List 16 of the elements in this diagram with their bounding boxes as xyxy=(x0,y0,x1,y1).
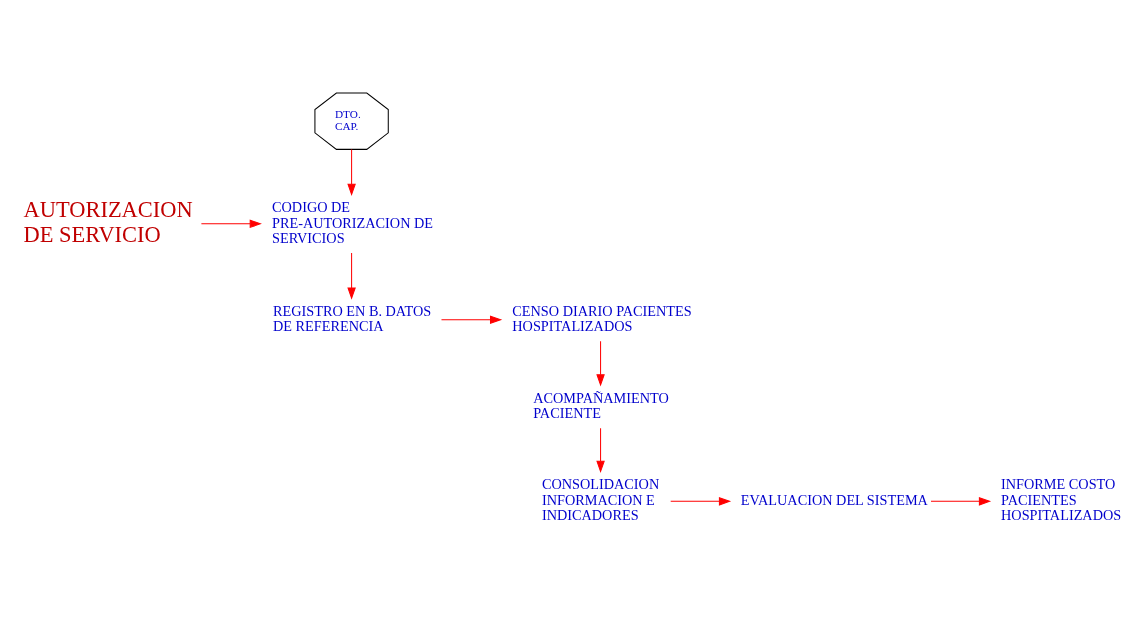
arrow xyxy=(200,219,262,229)
node-text: CONSOLIDACION INFORMACION E INDICADORES xyxy=(541,476,660,523)
arrow xyxy=(670,497,732,506)
arrow xyxy=(930,497,992,506)
arrow xyxy=(596,427,605,474)
node-text: EVALUACION DEL SISTEMA xyxy=(740,491,928,508)
arrow xyxy=(347,252,356,300)
node-text: CENSO DIARIO PACIENTES HOSPITALIZADOS xyxy=(512,302,692,335)
arrow xyxy=(440,315,503,324)
arrow xyxy=(347,149,356,197)
arrow xyxy=(596,340,605,387)
node-text: CODIGO DE PRE-AUTORIZACION DE SERVICIOS xyxy=(272,199,434,246)
node-text: INFORME COSTO PACIENTES HOSPITALIZADOS xyxy=(1001,476,1122,523)
node-text: AUTORIZACION DE SERVICIO xyxy=(23,197,193,247)
node-text: ACOMPAÑAMIENTO PACIENTE xyxy=(533,389,669,421)
node-text: REGISTRO EN B. DATOS DE REFERENCIA xyxy=(273,302,432,335)
